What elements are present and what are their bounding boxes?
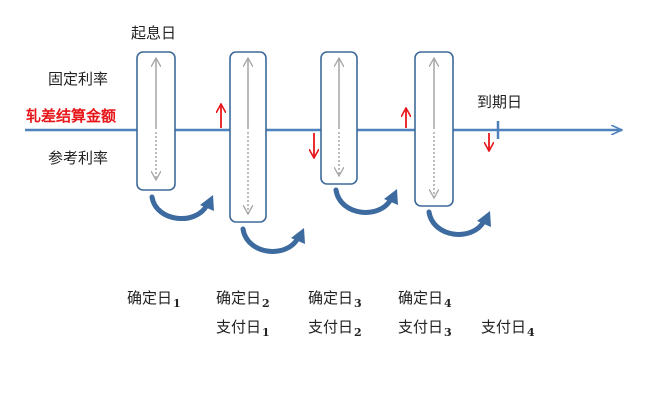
flow-arrow-3 <box>333 187 398 215</box>
net-settlement-label: 轧差结算金额 <box>26 107 117 125</box>
start-date-label: 起息日 <box>131 24 177 42</box>
flow-arrow-2 <box>240 226 305 254</box>
reference-rate-label: 参考利率 <box>48 149 109 167</box>
flow-arrow-4 <box>426 209 491 237</box>
fixing-date-2: 确定日2 <box>216 289 270 310</box>
payment-date-4: 支付日4 <box>481 318 535 339</box>
payment-date-1: 支付日1 <box>216 318 270 339</box>
payment-date-2: 支付日2 <box>308 318 362 339</box>
fixed-rate-label: 固定利率 <box>48 70 109 88</box>
fixing-date-1: 确定日1 <box>127 289 181 310</box>
flow-arrow-1 <box>149 194 214 221</box>
fixing-date-3: 确定日3 <box>308 289 362 310</box>
payment-date-3: 支付日3 <box>398 318 452 339</box>
fixing-date-4: 确定日4 <box>398 289 452 310</box>
maturity-date-label: 到期日 <box>477 93 523 111</box>
